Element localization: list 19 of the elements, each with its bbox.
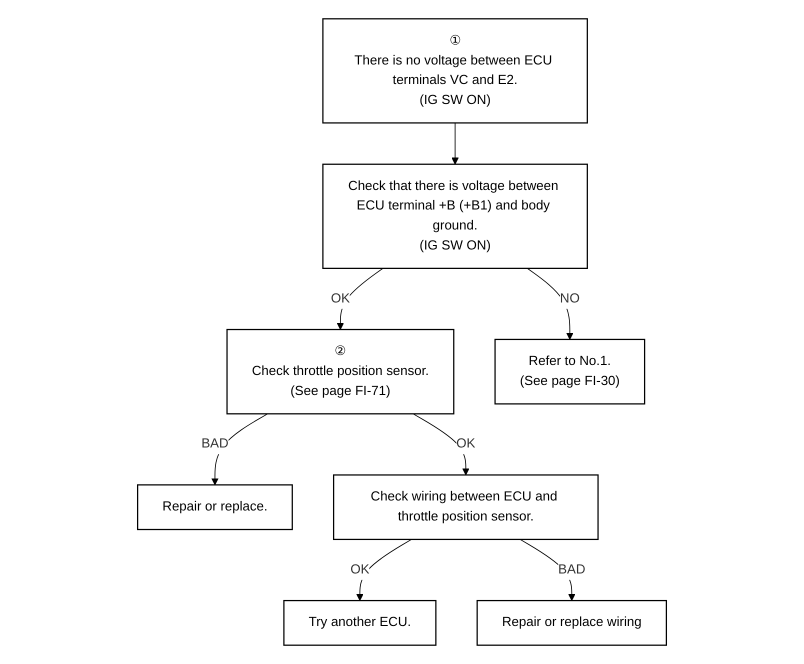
node-box: Check that there is voltage between ECU terminal +B (+B1) and body ground. (IG SW ON) (322, 164, 588, 269)
arrow (451, 122, 459, 165)
arrow (526, 268, 574, 340)
node-box: ② Check throttle position sensor. (See page FI-71) (226, 328, 454, 414)
node-box: Try another ECU. (283, 600, 436, 646)
edge-label: BAD (201, 436, 229, 451)
node-box: Repair or replace. (137, 484, 293, 530)
arrow (356, 539, 412, 601)
edge-label: OK (330, 292, 350, 306)
node-box: ① There is no voltage between ECU terminals VC and E2. (IG SW ON) (322, 18, 588, 124)
node-box: Check wiring between ECU and throttle position sensor. (332, 474, 599, 540)
edge-label: NO (560, 292, 580, 306)
node-box: Refer to No.1. (See page FI-30) (494, 338, 646, 405)
edge-label: OK (350, 562, 370, 577)
node-box: Repair or replace wiring (476, 600, 667, 646)
edge-label: OK (456, 436, 476, 451)
arrow (336, 268, 384, 330)
arrow (412, 413, 470, 476)
edge-label: BAD (558, 562, 586, 577)
